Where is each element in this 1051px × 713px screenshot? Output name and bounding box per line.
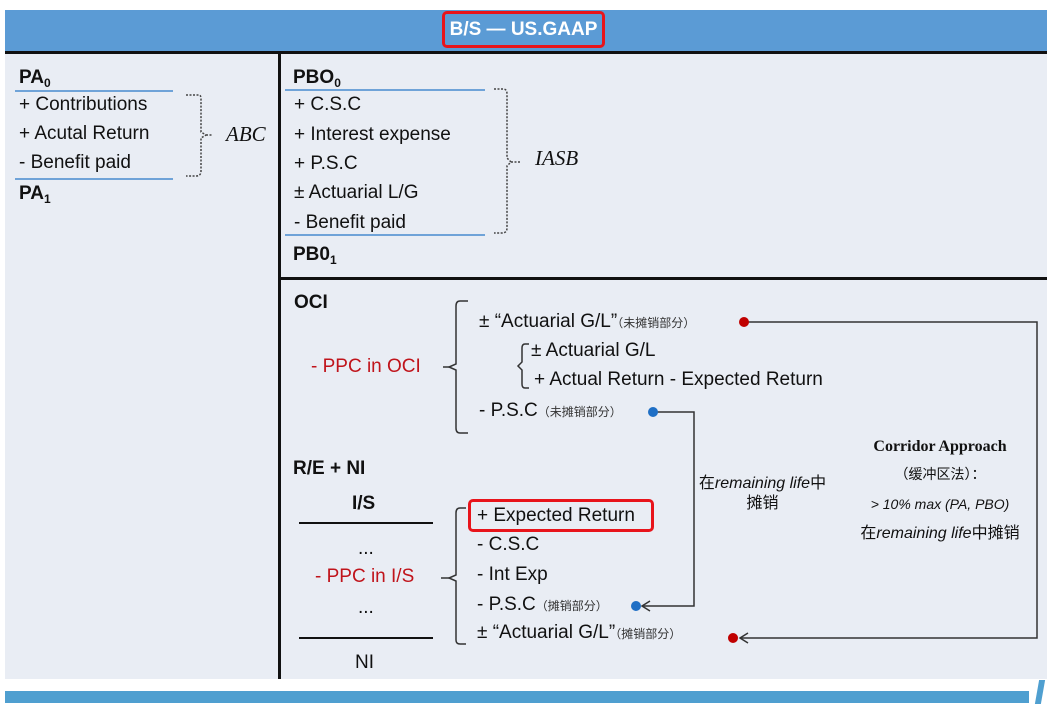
oci-brace: [447, 300, 468, 434]
is-bottom-rule: [299, 637, 433, 639]
is-item: - C.S.C: [477, 534, 540, 555]
psc-dot-oci: [648, 407, 658, 417]
abc-bracket: [186, 94, 208, 177]
is-item: ± “Actuarial G/L”（摊销部分）: [477, 622, 682, 643]
oci-item: - P.S.C（未摊销部分）: [479, 400, 622, 421]
pa-bottom-rule: [15, 178, 173, 180]
oci-item: ± “Actuarial G/L”（未摊销部分）: [479, 311, 696, 332]
psc-connector: [642, 411, 695, 607]
pa-item: - Benefit paid: [19, 152, 131, 173]
pbo-top-rule: [285, 89, 485, 91]
page-title: B/S — US.GAAP: [442, 11, 605, 48]
pbo-item: + C.S.C: [294, 94, 362, 115]
psc-dot-is: [631, 601, 641, 611]
actuarial-dot-is: [728, 633, 738, 643]
corridor-title: Corridor Approach: [873, 438, 1007, 455]
pa-opening: PA0: [19, 67, 51, 90]
ni-label: NI: [355, 652, 374, 673]
is-top-rule: [299, 522, 433, 524]
column-divider: [278, 54, 281, 679]
oci-heading: OCI: [294, 292, 328, 313]
iasb-bracket: [494, 88, 513, 234]
corridor-approach: Corridor Approach （缓冲区法）： > 10% max (PA,…: [850, 432, 1030, 548]
oci-subitem: + Actual Return - Expected Return: [534, 369, 823, 390]
is-heading: I/S: [352, 493, 376, 514]
pbo-opening: PBO0: [293, 67, 341, 90]
actuarial-connector: [740, 321, 1038, 639]
is-brace: [447, 507, 466, 645]
pbo-item: - Benefit paid: [294, 212, 406, 233]
is-item: - P.S.C（摊销部分）: [477, 594, 608, 615]
pa-top-rule: [15, 90, 173, 92]
pbo-closing: PB01: [293, 244, 337, 267]
content-panel: [5, 54, 1047, 679]
pbo-item: + Interest expense: [294, 124, 451, 145]
iasb-label: IASB: [535, 146, 579, 170]
oci-subitem: ± Actuarial G/L: [531, 340, 656, 361]
pbo-item: + P.S.C: [294, 153, 358, 174]
re-ni-heading: R/E + NI: [293, 458, 366, 479]
header-bar: [5, 10, 1047, 51]
inner-brace: [516, 343, 529, 389]
pa-item: + Contributions: [19, 94, 148, 115]
amortization-note: 在remaining life中 摊销: [698, 475, 827, 512]
is-ellipsis: ...: [358, 597, 374, 618]
is-ellipsis: ...: [358, 538, 374, 559]
corridor-note: 在remaining life中摊销: [860, 525, 1020, 542]
actuarial-dot-oci: [739, 317, 749, 327]
ppc-in-is: - PPC in I/S: [315, 566, 415, 587]
corridor-rule: > 10% max (PA, PBO): [870, 496, 1010, 512]
pbo-bottom-rule: [285, 234, 485, 236]
pa-closing: PA1: [19, 183, 51, 206]
corridor-subtitle: （缓冲区法）：: [894, 467, 986, 483]
expected-return-highlight: [468, 499, 654, 532]
psc-arrowhead: [640, 600, 651, 612]
header-divider: [5, 51, 1047, 54]
ppc-in-oci: - PPC in OCI: [311, 356, 421, 377]
pbo-item: ± Actuarial L/G: [294, 182, 419, 203]
actuarial-arrowhead: [738, 632, 749, 644]
section-divider: [278, 277, 1047, 280]
abc-label: ABC: [226, 122, 266, 146]
footer-bar: [5, 691, 1029, 703]
is-item-expected-return: + Expected Return: [477, 505, 635, 526]
pa-item: + Acutal Return: [19, 123, 150, 144]
is-item: - Int Exp: [477, 564, 548, 585]
